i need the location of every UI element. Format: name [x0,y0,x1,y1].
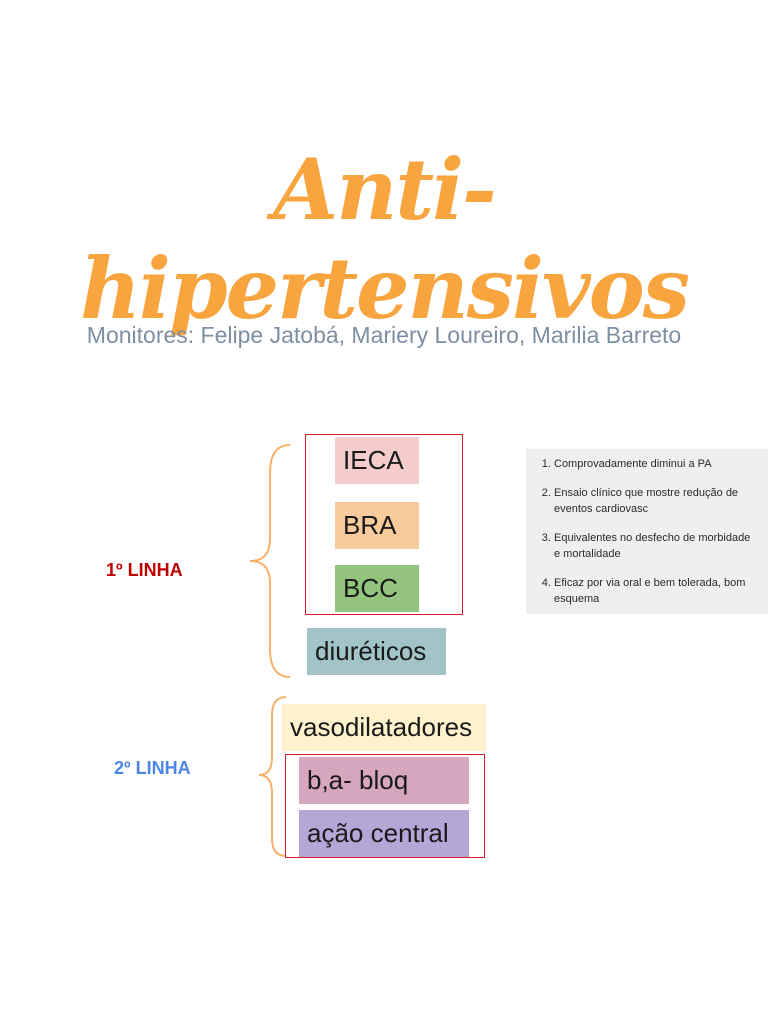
bra-box: BRA [335,502,419,549]
criteria-notes: Comprovadamente diminui a PA Ensaio clín… [526,449,768,614]
acao-central-box: ação central [299,810,469,857]
note-item: Equivalentes no desfecho de morbidade e … [554,530,758,562]
first-line-label: 1º LINHA [106,560,183,580]
diureticos-box: diuréticos [307,628,446,675]
beta-alpha-bloq-box: b,a- bloq [299,757,469,804]
second-line-brace [258,696,287,857]
note-item: Eficaz por via oral e bem tolerada, bom … [554,575,758,607]
page-title: Anti-hipertensivos [79,140,690,338]
second-line-label: 2º LINHA [114,758,191,778]
note-item: Ensaio clínico que mostre redução de eve… [554,485,758,517]
second-line-frame [285,754,485,858]
first-line-frame [305,434,463,615]
ieca-box: IECA [335,437,419,484]
bcc-box: BCC [335,565,419,612]
vasodilatadores-box: vasodilatadores [282,704,486,751]
page-subtitle: Monitores: Felipe Jatobá, Mariery Lourei… [86,322,682,348]
note-item: Comprovadamente diminui a PA [554,456,758,472]
first-line-brace [249,444,291,678]
